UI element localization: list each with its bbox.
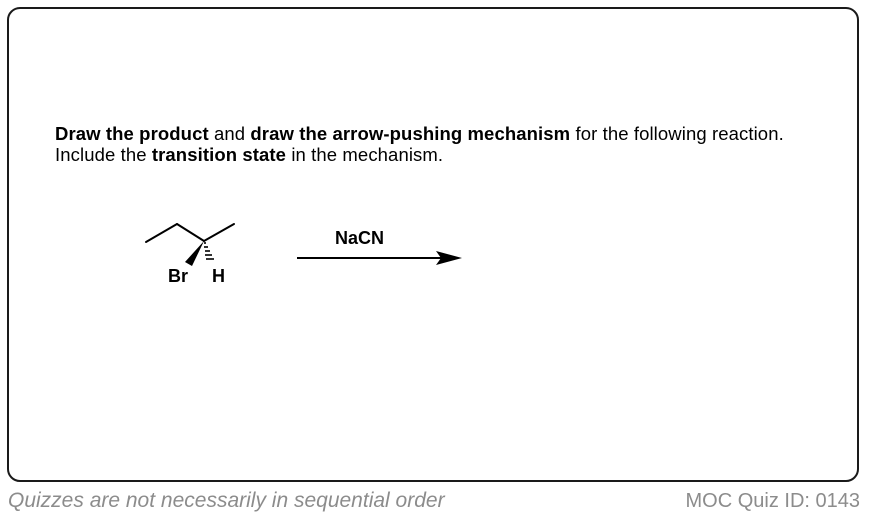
question-segment-4: for the following reaction. Include the [55,123,784,165]
reagent-label: NaCN [335,228,384,248]
bond-c1-c2 [145,223,178,243]
arrow-head-icon [436,251,462,265]
substrate-molecule [145,223,235,243]
bond-c3-c4 [203,223,235,242]
hashed-bond-h [204,242,214,260]
question-segment-3: draw the arrow-pushing mechanism [250,123,571,144]
question-segment-5: transition state [151,144,287,165]
wedge-bond-br [185,241,204,266]
reaction-arrow [297,251,462,265]
br-label: Br [168,266,188,286]
bond-c2-c3 [176,223,205,242]
quiz-card [7,7,859,482]
footer-note: Quizzes are not necessarily in sequentia… [8,489,445,512]
h-label: H [212,266,225,286]
question-segment-2: and [208,123,251,144]
question-segment-1: Draw the product [55,123,209,144]
quiz-id: MOC Quiz ID: 0143 [685,490,860,512]
question-segment-6: in the mechanism. [286,144,444,165]
question-text: Draw the product and draw the arrow-push… [55,123,815,165]
